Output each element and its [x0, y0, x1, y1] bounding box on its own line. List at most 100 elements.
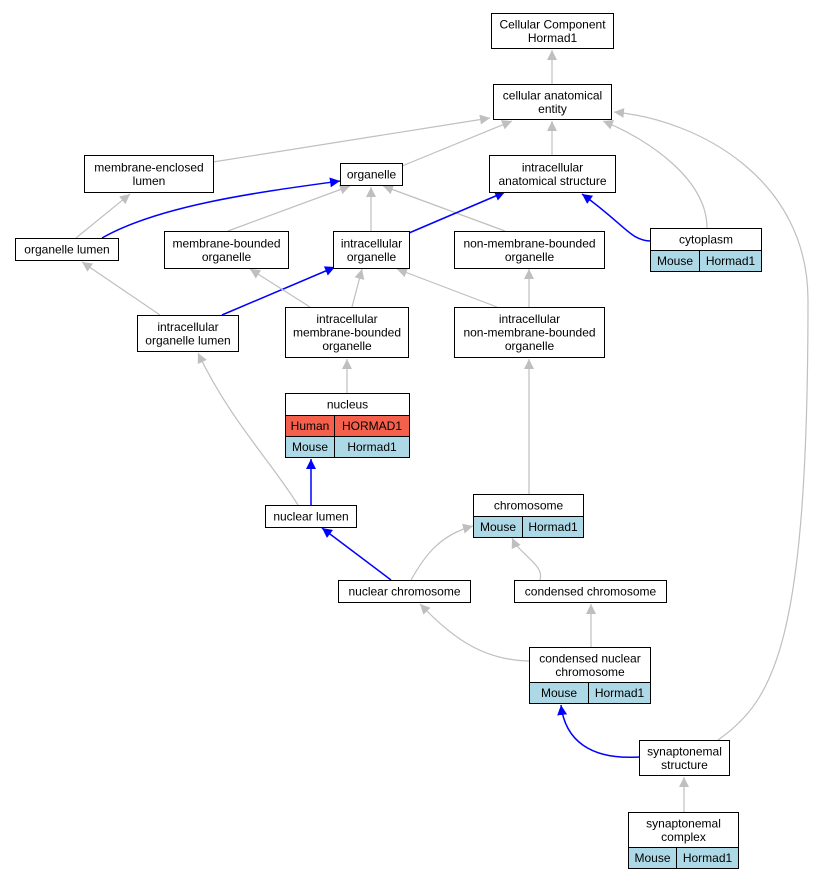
node-label-line: synaptonemal [646, 816, 721, 830]
node-label-line: anatomical structure [498, 174, 606, 188]
node-label-line: Cellular Component [499, 17, 606, 31]
node-label-line: nuclear chromosome [348, 585, 460, 599]
node-box [84, 155, 214, 193]
gene-label: HORMAD1 [342, 419, 402, 433]
node-label-line: membrane-enclosed [94, 160, 203, 174]
node-label-line: structure [661, 758, 708, 772]
node-box [639, 740, 730, 776]
node-box [489, 155, 616, 193]
node-label-line: cellular anatomical [503, 88, 602, 102]
node-label-line: chromosome [555, 665, 625, 679]
species-label: Mouse [634, 851, 670, 865]
species-label: Human [291, 419, 330, 433]
node-label-line: non-membrane-bounded [463, 326, 595, 340]
node-box [15, 238, 119, 261]
node-label-line: organelle [202, 250, 252, 264]
edge-condensed-chromosome-to-chromosome [511, 537, 542, 581]
node-label-line: intracellular [499, 312, 560, 326]
node-label-line: condensed chromosome [525, 585, 657, 599]
node-label-line: intracellular [316, 312, 377, 326]
gene-cell [676, 847, 739, 869]
node-box [338, 580, 471, 603]
gene-label: Hormad1 [347, 440, 397, 454]
edge-intracellular-membrane-bounded-organelle-to-intracellular-organelle [351, 268, 365, 308]
node-label-line: nucleus [327, 398, 368, 412]
node-box [628, 812, 739, 848]
node-label-line: intracellular [341, 236, 402, 250]
node-label-line: entity [538, 102, 567, 116]
node-box [454, 231, 605, 269]
node-organelle[interactable]: organelle [340, 163, 403, 186]
edge-organelle-to-cellular-anatomical-entity [401, 120, 513, 167]
node-box [333, 231, 410, 269]
edge-nuclear-chromosome-to-nuclear-lumen [321, 527, 392, 581]
node-box [529, 647, 651, 683]
gene-label: Hormad1 [595, 686, 645, 700]
edge-non-membrane-bounded-organelle-to-organelle [382, 184, 506, 232]
node-box [285, 307, 409, 358]
node-nuclear-lumen[interactable]: nuclear lumen [265, 505, 357, 528]
edge-intracellular-organelle-to-intracellular-anatomical-structure [408, 191, 506, 234]
node-box [514, 580, 667, 603]
node-box [265, 505, 357, 528]
edge-nuclear-chromosome-to-chromosome [410, 523, 474, 581]
node-organelle-lumen[interactable]: organelle lumen [15, 238, 119, 261]
edge-intracellular-organelle-lumen-to-organelle-lumen [81, 261, 161, 316]
edge-synaptonemal-structure-to-condensed-nuclear-chromosome [557, 704, 640, 759]
node-label-line: chromosome [494, 499, 564, 513]
node-label-line: non-membrane-bounded [463, 236, 595, 250]
node-condensed-chromosome[interactable]: condensed chromosome [514, 580, 667, 603]
species-label: Mouse [292, 440, 328, 454]
node-label-line: synaptonemal [647, 744, 722, 758]
node-label-line: Hormad1 [528, 31, 578, 45]
edge-cytoplasm-to-cellular-anatomical-entity [602, 120, 708, 229]
species-label: Mouse [657, 254, 693, 268]
edge-synaptonemal-structure-to-cellular-anatomical-entity [613, 107, 809, 741]
node-label-line: organelle lumen [24, 243, 109, 257]
gene-cell [334, 436, 410, 458]
node-box [137, 315, 239, 352]
edge-cytoplasm-to-intracellular-anatomical-structure [581, 193, 651, 242]
node-label-line: intracellular [522, 160, 583, 174]
edge-organelle-lumen-to-organelle [101, 177, 341, 239]
edge-intracellular-non-membrane-bounded-organelle-to-intracellular-organelle [396, 267, 498, 308]
node-label-line: complex [661, 830, 706, 844]
node-label-line: cytoplasm [679, 233, 733, 247]
node-label-line: organelle [505, 250, 555, 264]
node-nuclear-chromosome[interactable]: nuclear chromosome [338, 580, 471, 603]
node-box [491, 13, 614, 49]
node-label-line: organelle [347, 250, 397, 264]
gene-label: Hormad1 [683, 851, 733, 865]
node-box [493, 84, 612, 120]
node-label-line: organelle lumen [145, 333, 230, 347]
edge-intracellular-organelle-lumen-to-intracellular-organelle [221, 266, 336, 316]
gene-cell [588, 682, 651, 704]
edge-intracellular-membrane-bounded-organelle-to-membrane-bounded-organelle [249, 268, 311, 308]
node-box [340, 163, 403, 186]
node-label-line: condensed nuclear [539, 651, 640, 665]
gene-cell [522, 516, 584, 538]
node-label-line: organelle [322, 339, 372, 353]
node-box [164, 231, 289, 269]
node-label-line: organelle [347, 168, 397, 182]
node-label-line: membrane-bounded [172, 236, 280, 250]
species-label: Mouse [541, 686, 577, 700]
node-intracellular-non-membrane-bounded-organelle[interactable]: intracellularnon-membrane-boundedorganel… [454, 307, 605, 358]
node-label-line: organelle [505, 339, 555, 353]
node-box [454, 307, 605, 358]
